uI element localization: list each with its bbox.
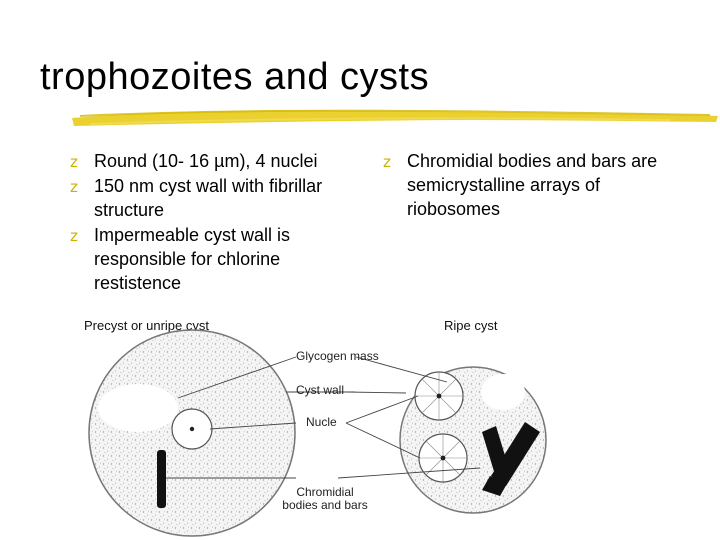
list-item: z 150 nm cyst wall with fibrillar struct… xyxy=(70,174,370,222)
chromidial-bar-left xyxy=(157,450,166,508)
bullet-text: 150 nm cyst wall with fibrillar structur… xyxy=(94,176,323,220)
glycogen-mass-right xyxy=(481,374,525,410)
nucleus-right-lower xyxy=(418,433,468,483)
list-item: z Round (10- 16 µm), 4 nuclei xyxy=(70,149,370,173)
nucleus-right-upper xyxy=(414,371,464,421)
chromidial-bars-right xyxy=(482,422,540,496)
z-bullet-icon: z xyxy=(70,178,78,196)
nuclei-label: Nucle xyxy=(306,415,337,429)
cyst-illustration xyxy=(88,329,547,537)
title-brush-underline xyxy=(72,109,718,126)
precyst-caption: Precyst or unripe cyst xyxy=(84,318,209,333)
list-item: z Impermeable cyst wall is responsible f… xyxy=(70,223,370,295)
cyst-wall-label: Cyst wall xyxy=(296,383,345,397)
ripe-cyst-cell xyxy=(399,366,547,514)
list-item: z Chromidial bodies and bars are semicry… xyxy=(383,149,683,221)
z-bullet-icon: z xyxy=(383,153,391,171)
left-bullet-list: z Round (10- 16 µm), 4 nuclei z 150 nm c… xyxy=(70,149,370,296)
label-leaders xyxy=(166,356,481,479)
bullet-text: Round (10- 16 µm), 4 nuclei xyxy=(94,151,318,171)
chromidial-label: Chromidial bodies and bars xyxy=(282,485,368,512)
slide-title: trophozoites and cysts xyxy=(40,56,430,98)
precyst-cell xyxy=(88,329,296,537)
ripe-cyst-caption: Ripe cyst xyxy=(444,318,498,333)
z-bullet-icon: z xyxy=(70,153,78,171)
z-bullet-icon: z xyxy=(70,227,78,245)
cyst-diagram: Precyst or unripe cyst Ripe cyst xyxy=(70,310,720,540)
glycogen-mass-left xyxy=(98,384,178,432)
bullet-text: Impermeable cyst wall is responsible for… xyxy=(94,225,291,293)
glycogen-label: Glycogen mass xyxy=(296,349,379,363)
bullet-text: Chromidial bodies and bars are semicryst… xyxy=(407,151,658,219)
right-bullet-list: z Chromidial bodies and bars are semicry… xyxy=(383,149,683,222)
